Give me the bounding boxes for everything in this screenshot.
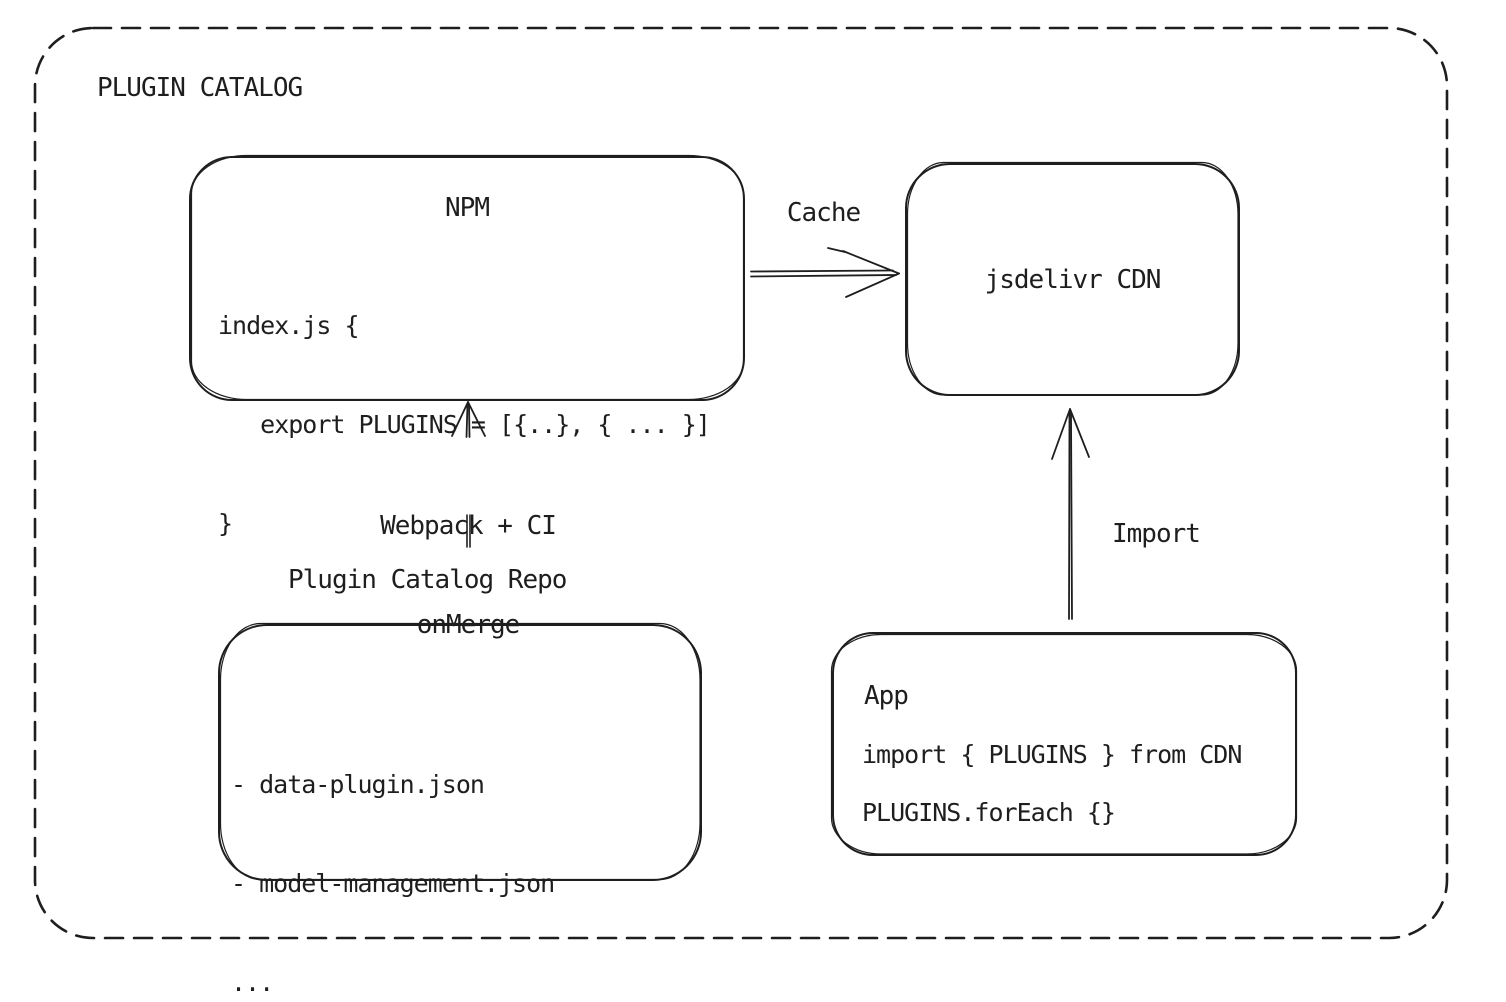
app-code-line: PLUGINS.forEach {}	[862, 798, 1116, 827]
npm-code-line: index.js {	[218, 311, 360, 340]
build-edge-label-line: onMerge	[416, 610, 521, 640]
catalog-boundary	[33, 26, 1449, 940]
build-arrow-segment	[466, 514, 471, 548]
app-code-line: import { PLUGINS } from CDN	[862, 740, 1242, 769]
diagram-title: PLUGIN CATALOG	[97, 73, 303, 103]
repo-box	[218, 622, 702, 881]
npm-box	[189, 154, 745, 401]
npm-node-title: NPM	[445, 193, 490, 223]
cache-arrow	[750, 247, 900, 298]
cdn-node-label: jsdelivr CDN	[984, 264, 1162, 295]
repo-file-list: - data-plugin.json - model-management.js…	[231, 702, 555, 1002]
cdn-box	[905, 161, 1240, 396]
build-edge-label: Webpack + CI onMerge	[330, 444, 606, 708]
npm-code-block: index.js { export PLUGINS = [{..}, { ...…	[218, 243, 711, 606]
repo-file-item: ...	[231, 968, 274, 997]
repo-file-item: - data-plugin.json	[231, 770, 485, 799]
npm-code-line: }	[218, 509, 233, 538]
app-box	[830, 632, 1298, 856]
import-edge-label: Import	[1112, 519, 1201, 549]
app-node-title: App	[864, 681, 909, 711]
cdn-node: jsdelivr CDN	[906, 164, 1239, 395]
import-arrow	[1051, 408, 1090, 620]
build-arrow	[451, 401, 486, 438]
repo-file-item: - model-management.json	[231, 869, 555, 898]
npm-code-line: export PLUGINS = [{..}, { ... }]	[218, 410, 711, 439]
repo-node-title: Plugin Catalog Repo	[288, 565, 567, 595]
cache-edge-label: Cache	[786, 198, 861, 228]
build-edge-label-line: Webpack + CI	[380, 511, 557, 541]
